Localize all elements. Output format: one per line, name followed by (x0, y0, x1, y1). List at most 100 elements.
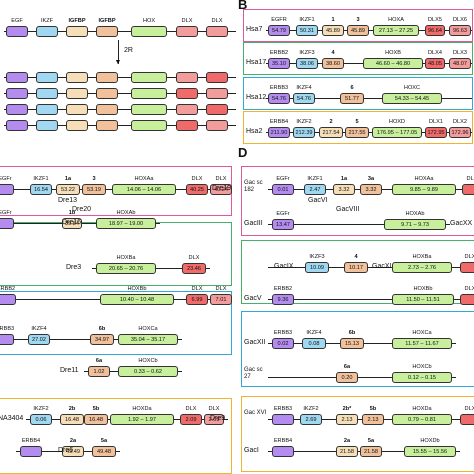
chromosome-label: GacVI (308, 197, 328, 204)
human-gene-box: 54.76 (268, 93, 290, 104)
panel-a-paralogon-gene (206, 120, 228, 131)
gene-label: ERBB3 (0, 326, 15, 332)
gene-label: HOXCb (412, 364, 432, 370)
panel-a-paralogon-gene (66, 120, 88, 131)
gene-label: DLX (208, 406, 220, 412)
gene-label: IKZF3 (309, 254, 325, 260)
panel-a-gene-label: DLX (181, 18, 193, 24)
gene-label: ERBB3 (273, 406, 293, 412)
human-gene-box: 217.54 (319, 127, 343, 138)
panel-a-paralogon-line (4, 93, 236, 94)
gene-label: 6b (98, 326, 106, 332)
panel-a-gene-label: IGFBP (98, 18, 116, 24)
panel-a-paralogon-gene (131, 104, 167, 115)
gene-label: 1a (64, 176, 72, 182)
chromosome-line (266, 132, 472, 133)
zebrafish-gene-box: 40.25 (186, 184, 208, 195)
panel-letter-b: B (238, 0, 248, 12)
gene-label: DLX4 (428, 50, 442, 56)
chromosome-line (268, 299, 474, 300)
gene-label: HOXAb (116, 210, 136, 216)
zebrafish-gene-box (0, 334, 14, 345)
human-cluster-frame (243, 111, 473, 144)
zebrafish-gene-box: 20.65 – 20.76 (96, 263, 156, 274)
panel-a-ancestral-gene (36, 26, 58, 37)
gene-label: 6a (95, 358, 103, 364)
zebrafish-gene-box: 39.84 (62, 218, 82, 229)
panel-a-paralogon-gene (206, 104, 228, 115)
human-gene-box: 45.89 (347, 25, 369, 36)
panel-a-paralogon-line (4, 109, 236, 110)
human-gene-box: 35.10 (268, 58, 290, 69)
chromosome-line (268, 224, 450, 225)
stickleback-gene-box (460, 294, 474, 305)
stickleback-gene-box: 2.69 (300, 414, 322, 425)
gene-label: 1 (331, 17, 335, 23)
gene-label: HOXCa (138, 326, 158, 332)
panel-a-paralogon-gene (96, 72, 118, 83)
gene-label: 3a (367, 176, 375, 182)
gene-label: IKZF2 (296, 119, 312, 125)
panel-a-paralogon-gene (96, 120, 118, 131)
gene-label: DLX (188, 255, 200, 261)
chromosome-label: GacIII (244, 220, 263, 227)
gene-label: 6 (350, 85, 354, 91)
gene-label: DLX (215, 176, 227, 182)
gene-label: HOXBa (412, 254, 432, 260)
gene-label: EGFr (0, 176, 12, 182)
human-gene-box: 51.77 (340, 93, 364, 104)
gene-label: HOXD (388, 119, 406, 125)
chromosome-label: Hsa17 (246, 59, 267, 66)
human-gene-box: 211.90 (268, 127, 290, 138)
human-cluster-frame (243, 9, 473, 42)
gene-label: DLX (215, 286, 227, 292)
chromosome-label: Dre16 (62, 219, 82, 226)
human-gene-box: 172.96 (449, 127, 471, 138)
zebrafish-gene-box: 1.92 – 1.97 (110, 414, 174, 425)
panel-a-paralogon-gene (131, 88, 167, 99)
gene-label: 5a (367, 438, 375, 444)
stickleback-gene-box: 15.13 (340, 338, 364, 349)
gene-label: DLX (464, 406, 474, 412)
chromosome-line (266, 30, 472, 31)
gene-label: HOXDa (132, 406, 152, 412)
zebrafish-gene-box: 40.24 (210, 184, 232, 195)
gene-label: ERBB4 (273, 438, 293, 444)
human-gene-box: 96.64 (425, 25, 445, 36)
chromosome-label: Dre20 (72, 206, 92, 213)
gene-label: IKZF2 (303, 406, 319, 412)
gene-label: EGFr (276, 211, 290, 217)
zebrafish-gene-box: 7.01 (210, 294, 232, 305)
stickleback-gene-box: 2.13 (362, 414, 384, 425)
stickleback-cluster-frame-a (241, 166, 474, 236)
panel-a-paralogon-line (4, 125, 236, 126)
chromosome-label: Dre6 (58, 447, 74, 454)
gene-label: DLX2 (453, 119, 467, 125)
gene-label: DLX3 (453, 50, 467, 56)
panel-a-paralogon-gene (36, 120, 58, 131)
zebrafish-gene-box: 2.09 (180, 414, 202, 425)
panel-a-ancestral-gene (176, 26, 198, 37)
gene-label: EGFr (0, 210, 12, 216)
chromosome-label: Dre9 (210, 415, 226, 422)
gene-label: DLX (464, 286, 474, 292)
panel-a-gene-label: IKZF (40, 18, 54, 24)
gene-label: DLX1 (429, 119, 443, 125)
gene-label: 5a (100, 438, 108, 444)
gene-label: EGFR (271, 17, 287, 23)
human-gene-box: 46.60 – 46.80 (363, 58, 423, 69)
panel-a-paralogon-gene (176, 88, 198, 99)
panel-a-paralogon-gene (36, 88, 58, 99)
stickleback-cluster-frame-c (241, 311, 474, 387)
gene-label: 2 (329, 119, 333, 125)
stickleback-gene-box: 2.13 (336, 414, 358, 425)
gene-label: 2a (69, 438, 77, 444)
human-gene-box: 54.33 – 54.45 (382, 93, 442, 104)
stickleback-gene-box (272, 446, 294, 457)
gene-label: HOXCb (138, 358, 158, 364)
duplication-arrow (118, 40, 119, 64)
human-gene-box: 27.13 – 27.25 (373, 25, 419, 36)
gene-label: 5 (355, 119, 359, 125)
gene-label: ERBB3 (269, 85, 289, 91)
